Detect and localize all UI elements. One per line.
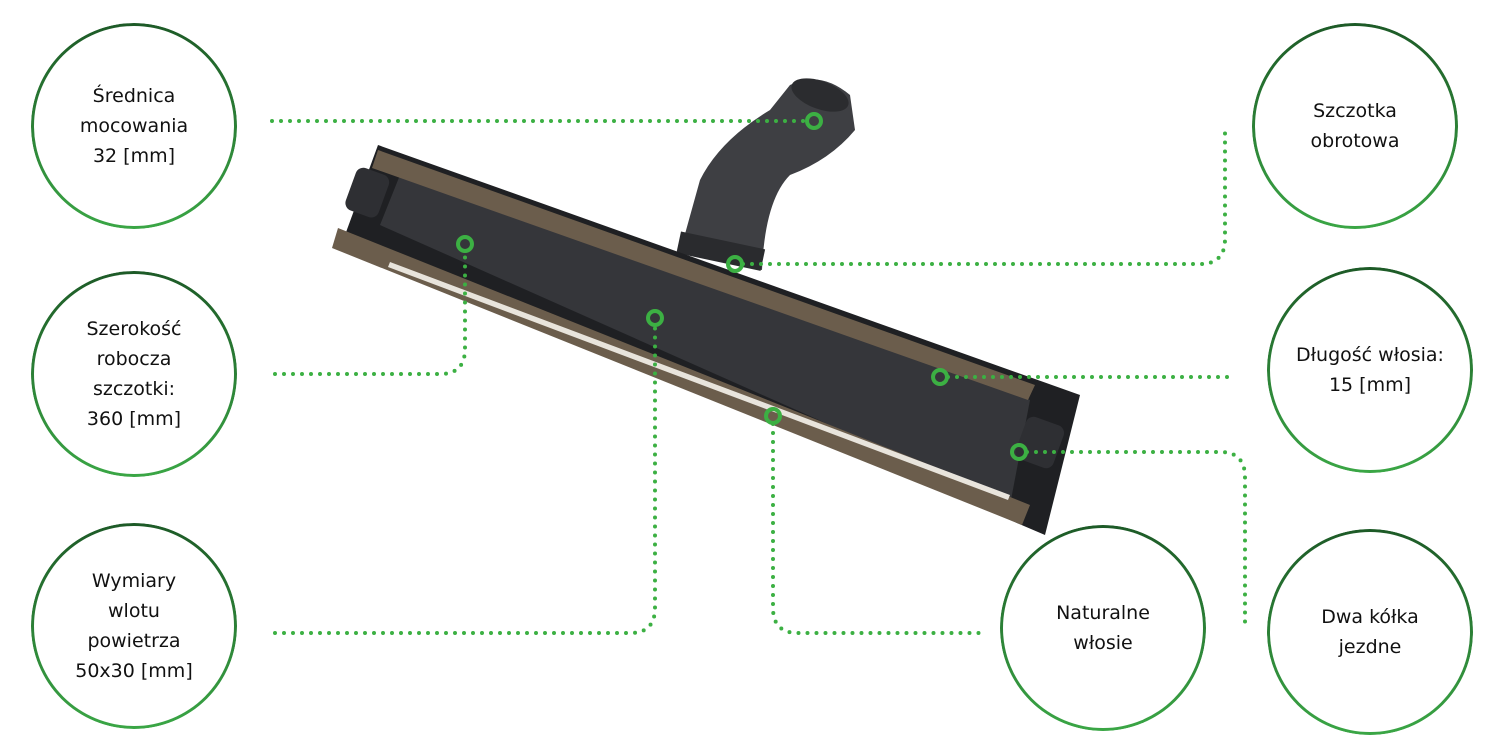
leader-line-wheels — [1025, 450, 1247, 630]
marker-wheels — [1010, 443, 1028, 461]
feature-label: Szerokość robocza szczotki: 360 [mm] — [86, 318, 182, 430]
marker-bristle-length — [931, 368, 949, 386]
leader-line-width — [273, 250, 467, 376]
feature-rotary-brush: Szczotka obrotowa — [1252, 23, 1458, 229]
leader-line-natural — [771, 422, 982, 635]
markers — [456, 112, 1028, 461]
leader-line-inlet — [273, 324, 657, 635]
marker-diameter — [805, 112, 823, 130]
marker-natural — [764, 407, 782, 425]
marker-inlet — [646, 309, 664, 327]
feature-label: Długość włosia: 15 [mm] — [1296, 344, 1444, 396]
marker-rotary — [726, 255, 744, 273]
feature-label: Naturalne włosie — [1056, 602, 1150, 654]
marker-width — [456, 235, 474, 253]
feature-inlet-dimensions: Wymiary wlotu powietrza 50x30 [mm] — [31, 523, 237, 729]
feature-natural-bristles: Naturalne włosie — [1000, 525, 1206, 731]
feature-bristle-length: Długość włosia: 15 [mm] — [1267, 267, 1473, 473]
feature-label: Szczotka obrotowa — [1310, 100, 1400, 152]
feature-label: Dwa kółka jezdne — [1321, 606, 1419, 658]
leader-line-rotary — [741, 123, 1227, 266]
feature-diameter: Średnica mocowania 32 [mm] — [31, 23, 237, 229]
feature-two-wheels: Dwa kółka jezdne — [1267, 529, 1473, 735]
leader-lines — [270, 119, 1247, 635]
feature-working-width: Szerokość robocza szczotki: 360 [mm] — [31, 271, 237, 477]
feature-label: Wymiary wlotu powietrza 50x30 [mm] — [75, 570, 193, 682]
vacuum-brush-nozzle — [332, 78, 1080, 535]
feature-label: Średnica mocowania 32 [mm] — [79, 85, 189, 167]
